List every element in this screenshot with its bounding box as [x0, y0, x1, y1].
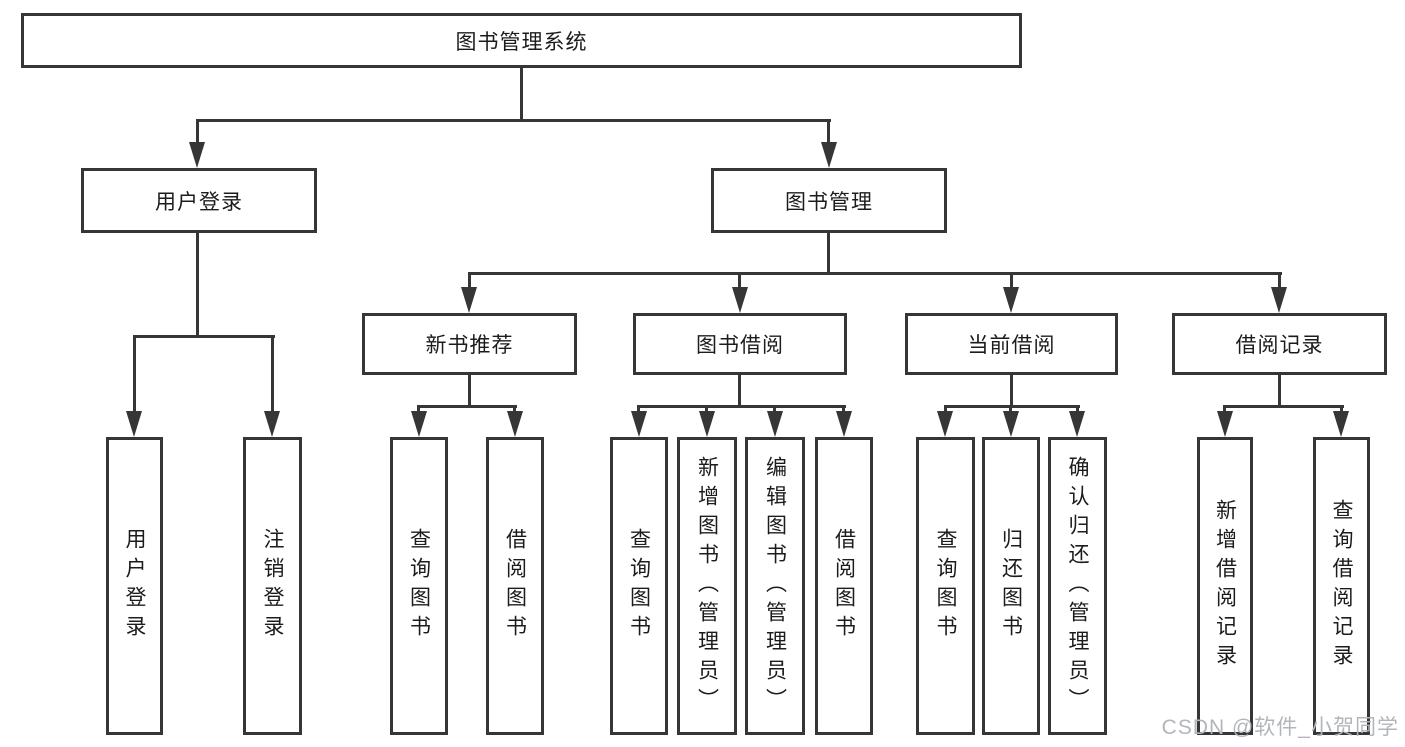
- node-confirm-return-admin-label: 确认归还（管理员）: [1066, 455, 1090, 717]
- node-query-books-current-label: 查询图书: [934, 528, 958, 644]
- arrow-down-icon: [1003, 411, 1019, 437]
- node-book-management: 图书管理: [711, 168, 947, 233]
- arrow-down-icon: [1003, 287, 1019, 313]
- node-borrow-records-label: 借阅记录: [1235, 334, 1324, 357]
- connector-line: [196, 119, 831, 122]
- node-query-books-borrow-label: 查询图书: [627, 528, 651, 644]
- node-new-book-recommend: 新书推荐: [362, 313, 577, 375]
- connector-line: [944, 405, 1080, 408]
- connector-line: [196, 120, 199, 145]
- connector-line: [417, 406, 420, 414]
- connector-line: [705, 406, 708, 414]
- connector-line: [827, 231, 830, 275]
- arrow-down-icon: [767, 411, 783, 437]
- connector-line: [1278, 273, 1281, 290]
- connector-line: [738, 373, 741, 407]
- node-root: 图书管理系统: [21, 13, 1022, 68]
- connector-line: [637, 405, 846, 408]
- arrow-down-icon: [126, 411, 142, 437]
- node-add-borrow-record: 新增借阅记录: [1197, 437, 1253, 735]
- connector-line: [1009, 406, 1012, 414]
- connector-line: [1010, 373, 1013, 407]
- connector-line: [842, 406, 845, 414]
- node-borrow-books-recommend-label: 借阅图书: [503, 528, 527, 644]
- arrow-down-icon: [937, 411, 953, 437]
- connector-line: [738, 273, 741, 290]
- arrow-down-icon: [821, 142, 837, 168]
- arrow-down-icon: [189, 142, 205, 168]
- connector-line: [944, 406, 947, 414]
- arrow-down-icon: [732, 287, 748, 313]
- connector-line: [1278, 373, 1281, 407]
- node-edit-book-admin-label: 编辑图书（管理员）: [763, 455, 787, 717]
- connector-line: [773, 406, 776, 414]
- node-book-borrow-label: 图书借阅: [696, 334, 784, 357]
- node-borrow-books-recommend: 借阅图书: [486, 437, 544, 735]
- arrow-down-icon: [507, 411, 523, 437]
- connector-line: [1223, 406, 1226, 414]
- arrow-down-icon: [836, 411, 852, 437]
- arrow-down-icon: [461, 287, 477, 313]
- connector-line: [417, 405, 517, 408]
- node-return-book-label: 归还图书: [999, 528, 1023, 644]
- connector-line: [468, 273, 471, 290]
- node-borrow-books-label: 借阅图书: [832, 528, 856, 644]
- arrow-down-icon: [411, 411, 427, 437]
- connector-line: [1223, 405, 1344, 408]
- connector-line: [196, 231, 199, 337]
- node-current-borrow-label: 当前借阅: [967, 334, 1056, 357]
- connector-line: [1010, 273, 1013, 290]
- connector-line: [637, 406, 640, 414]
- node-query-books-current: 查询图书: [916, 437, 975, 735]
- arrow-down-icon: [699, 411, 715, 437]
- connector-line: [513, 406, 516, 414]
- connector-line: [520, 67, 523, 121]
- csdn-watermark: CSDN @软件_小贺同学: [1161, 716, 1399, 739]
- node-query-borrow-record: 查询借阅记录: [1313, 437, 1370, 735]
- connector-line: [1076, 406, 1079, 414]
- node-edit-book-admin: 编辑图书（管理员）: [745, 437, 805, 735]
- connector-line: [1340, 406, 1343, 414]
- node-add-book-admin-label: 新增图书（管理员）: [695, 455, 719, 717]
- node-user-login-label: 用户登录: [155, 190, 243, 214]
- arrow-down-icon: [1069, 411, 1085, 437]
- connector-line: [468, 373, 471, 407]
- node-query-books-borrow: 查询图书: [610, 437, 668, 735]
- connector-line: [468, 272, 1282, 275]
- node-login-label: 用户登录: [123, 528, 147, 644]
- node-query-books-recommend: 查询图书: [390, 437, 448, 735]
- node-return-book: 归还图书: [982, 437, 1040, 735]
- node-add-borrow-record-label: 新增借阅记录: [1213, 499, 1237, 673]
- node-book-management-label: 图书管理: [785, 190, 873, 214]
- node-new-book-recommend-label: 新书推荐: [425, 334, 514, 357]
- arrow-down-icon: [264, 411, 280, 437]
- connector-line: [827, 120, 830, 145]
- node-root-label: 图书管理系统: [455, 30, 588, 54]
- node-logout: 注销登录: [243, 437, 302, 735]
- connector-line: [271, 336, 274, 414]
- arrow-down-icon: [1271, 287, 1287, 313]
- node-query-borrow-record-label: 查询借阅记录: [1330, 499, 1354, 673]
- arrow-down-icon: [1217, 411, 1233, 437]
- node-query-books-recommend-label: 查询图书: [407, 528, 431, 644]
- node-confirm-return-admin: 确认归还（管理员）: [1048, 437, 1107, 735]
- node-login: 用户登录: [106, 437, 163, 735]
- node-logout-label: 注销登录: [261, 528, 285, 644]
- connector-line: [133, 336, 136, 414]
- connector-line: [133, 335, 275, 338]
- node-borrow-records: 借阅记录: [1172, 313, 1387, 375]
- node-book-borrow: 图书借阅: [633, 313, 847, 375]
- node-current-borrow: 当前借阅: [905, 313, 1118, 375]
- node-add-book-admin: 新增图书（管理员）: [677, 437, 737, 735]
- arrow-down-icon: [1333, 411, 1349, 437]
- arrow-down-icon: [631, 411, 647, 437]
- node-user-login: 用户登录: [81, 168, 317, 233]
- node-borrow-books: 借阅图书: [815, 437, 873, 735]
